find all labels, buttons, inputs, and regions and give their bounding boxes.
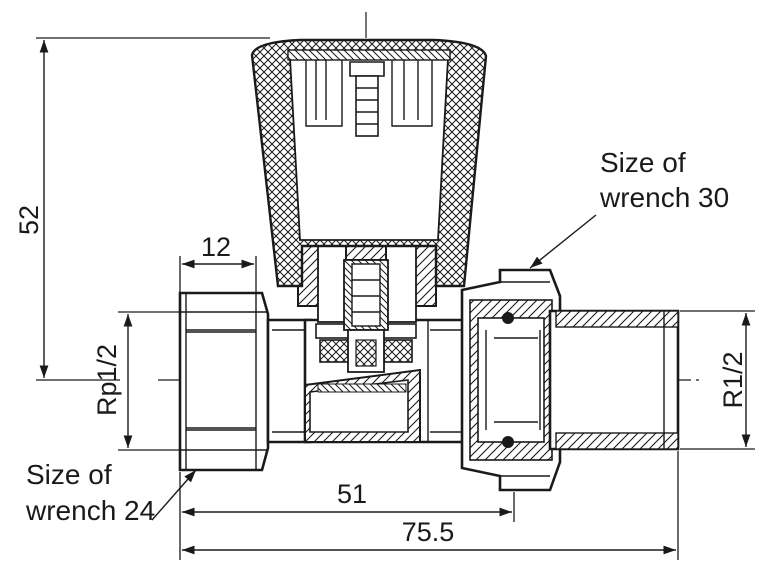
dimension-outlet-thread: R1/2 <box>680 310 755 450</box>
dimension-height: 52 <box>14 37 270 381</box>
wrench-24-line2: wrench 24 <box>25 495 155 526</box>
dim-r12-label: R1/2 <box>718 351 748 408</box>
dim-51-label: 51 <box>337 479 367 509</box>
dimension-inlet-thread: Rp1/2 <box>92 311 182 451</box>
wrench-30-line2: wrench 30 <box>599 182 729 213</box>
dim-75-5-label: 75.5 <box>402 517 455 547</box>
dim-52-label: 52 <box>14 205 44 235</box>
dimension-handle-offset: 12 <box>179 232 257 292</box>
handwheel-cap <box>250 38 488 288</box>
wrench-30-line1: Size of <box>600 147 686 178</box>
dimension-overall-length: 75.5 <box>182 451 679 560</box>
valve-body <box>178 268 680 492</box>
callout-wrench-30: Size of wrench 30 <box>529 147 729 269</box>
dim-rp12-label: Rp1/2 <box>92 344 122 416</box>
dim-12-label: 12 <box>201 232 231 262</box>
wrench-24-line1: Size of <box>26 459 112 490</box>
dimension-body-length: 51 <box>179 472 515 560</box>
callout-wrench-24: Size of wrench 24 <box>25 459 197 526</box>
